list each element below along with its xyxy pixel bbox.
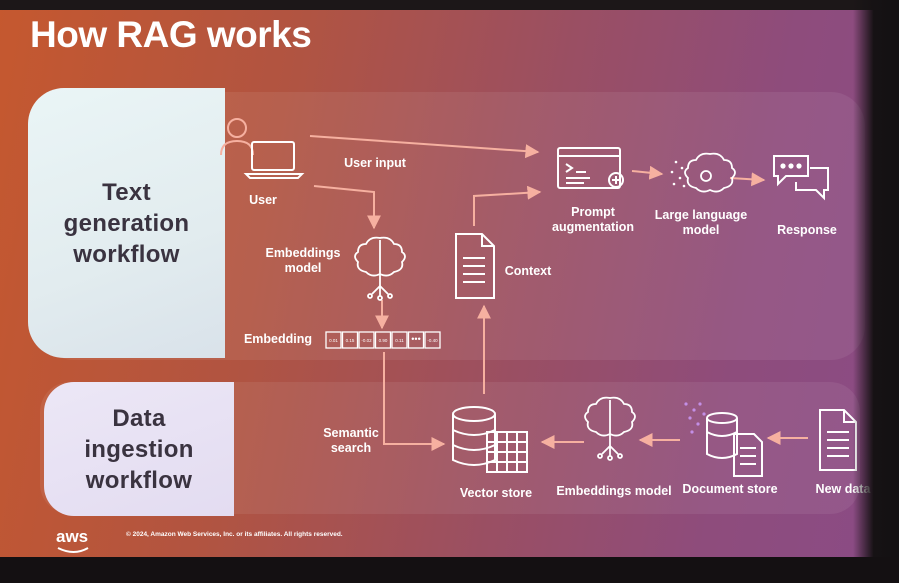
embedding-cell: -0.02 <box>358 331 375 349</box>
embedding-vector: 0.01 0.15 -0.02 0.90 0.11 ••• -0.40 <box>325 331 441 349</box>
text-generation-workflow-label: Text generation workflow <box>28 88 225 358</box>
arrow-llm-response <box>729 172 766 187</box>
laptop-icon <box>243 141 305 179</box>
user-icon <box>220 118 254 156</box>
label-context: Context <box>504 264 552 278</box>
embedding-cell: 0.90 <box>374 331 392 349</box>
large-language-model-icon <box>684 152 736 193</box>
label-response: Response <box>777 223 837 237</box>
embedding-cell-value: 0.15 <box>346 338 355 343</box>
document-store-icon <box>706 412 763 477</box>
label-embeddings-model-bottom: Embeddings model <box>556 484 672 498</box>
response-chat-icon <box>773 155 829 201</box>
label-document-store: Document store <box>682 482 778 496</box>
label-vector-store: Vector store <box>459 486 533 500</box>
embedding-cell: -0.40 <box>424 331 441 349</box>
arrow-user-embeddings <box>313 185 381 230</box>
embedding-cell: 0.11 <box>391 331 408 349</box>
arrow-prompt-llm <box>631 165 664 180</box>
embedding-cell: 0.15 <box>341 331 359 349</box>
label-user: User <box>249 193 277 207</box>
embedding-cell-value: ••• <box>411 334 420 344</box>
label-user-input: User input <box>344 156 406 170</box>
embedding-cell-value: -0.40 <box>427 338 438 343</box>
vector-store-icon <box>452 406 528 473</box>
document-icon-context <box>455 233 495 299</box>
data-ingestion-workflow-label: Data ingestion workflow <box>44 382 234 516</box>
label-semantic-search: Semantic search <box>323 426 379 455</box>
brain-icon-bottom <box>584 396 636 461</box>
data-ingestion-workflow-text: Data ingestion workflow <box>84 404 194 494</box>
label-large-language-model: Large language model <box>654 208 748 237</box>
label-prompt-augmentation: Prompt augmentation <box>552 205 634 234</box>
slide-title: How RAG works <box>30 14 312 55</box>
embedding-cell-value: 0.01 <box>329 338 338 343</box>
embedding-cell-value: 0.11 <box>395 338 404 343</box>
label-embedding: Embedding <box>243 332 313 346</box>
prompt-augmentation-icon <box>557 147 624 189</box>
screen-bezel-bottom <box>0 557 899 583</box>
embedding-cell: 0.01 <box>325 331 342 349</box>
embedding-cell: ••• <box>407 331 425 349</box>
arrow-context-prompt <box>473 185 542 226</box>
brain-icon-top <box>354 236 406 301</box>
embedding-cell-value: 0.90 <box>379 338 388 343</box>
flow-arrows <box>309 135 808 451</box>
embedding-cell-value: -0.02 <box>361 338 372 343</box>
aws-smile <box>57 547 89 553</box>
label-embeddings-model-top: Embeddings model <box>265 246 341 275</box>
screen-bezel-top <box>0 0 899 10</box>
llm-particles <box>670 160 686 188</box>
arrow-user-input <box>309 135 540 159</box>
aws-logo: aws <box>56 527 89 546</box>
copyright-text: © 2024, Amazon Web Services, Inc. or its… <box>126 531 343 538</box>
arrow-embedding-semantic <box>383 352 446 451</box>
screen-bezel-right <box>853 0 899 583</box>
text-generation-workflow-text: Text generation workflow <box>63 178 190 268</box>
new-data-document-icon <box>819 409 857 471</box>
document-store-particles <box>684 402 706 434</box>
